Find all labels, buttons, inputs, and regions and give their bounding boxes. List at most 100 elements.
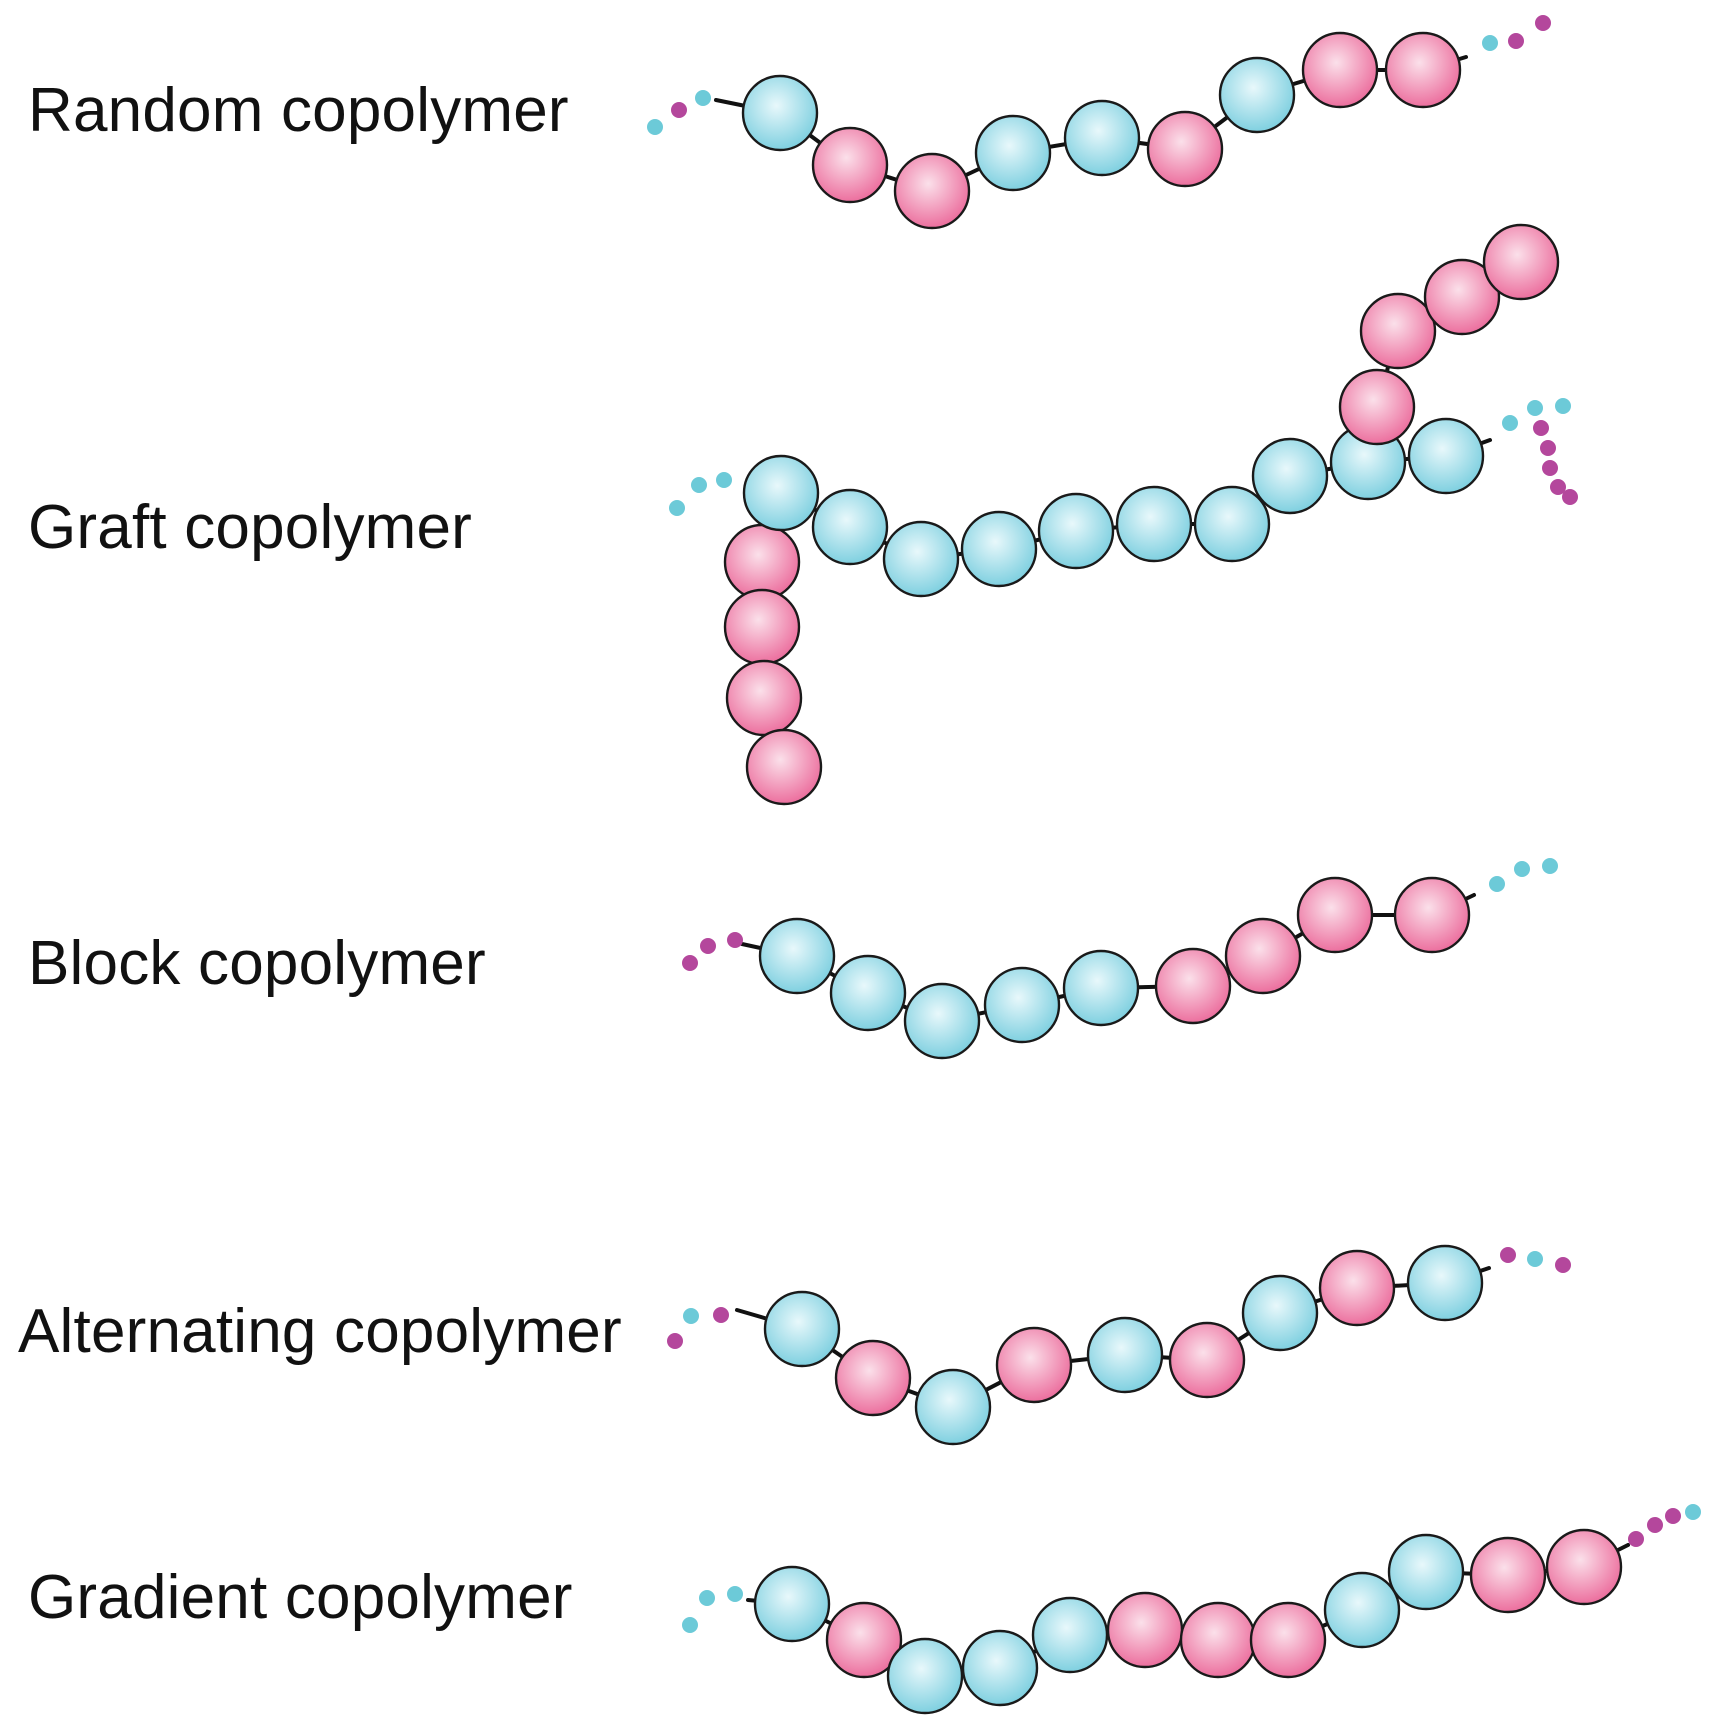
alternating-monomer-b <box>995 1326 1073 1404</box>
gradient-monomer-a <box>753 1565 831 1643</box>
graft-branch-0-monomer-b <box>745 728 823 806</box>
random-end-dot <box>1508 33 1524 49</box>
gradient-monomer-b <box>1179 1601 1257 1679</box>
random-start-dot <box>647 119 663 135</box>
graft-monomer-a <box>742 454 820 532</box>
block-monomer-b <box>1154 947 1232 1025</box>
block-end-dot <box>1489 876 1505 892</box>
gradient-end-dot <box>1665 1508 1681 1524</box>
random-monomer-b <box>893 152 971 230</box>
label-alternating-copolymer: Alternating copolymer <box>18 1297 622 1366</box>
label-graft-copolymer: Graft copolymer <box>28 493 473 562</box>
graft-end-dot <box>1533 420 1549 436</box>
block-monomer-b <box>1393 876 1471 954</box>
gradient-monomer-a <box>1323 1571 1401 1649</box>
graft-monomer-a <box>1251 437 1329 515</box>
graft-end-dot <box>1562 489 1578 505</box>
gradient-monomer-b <box>1469 1536 1547 1614</box>
block-end-dot <box>1542 858 1558 874</box>
gradient-monomer-b <box>1249 1601 1327 1679</box>
alternating-end-dot <box>1500 1247 1516 1263</box>
graft-monomer-a <box>882 520 960 598</box>
random-monomer-a <box>741 74 819 152</box>
random-start-dot <box>671 102 687 118</box>
random-end-dot <box>1535 15 1551 31</box>
block-monomer-a <box>758 917 836 995</box>
graft-monomer-a <box>811 488 889 566</box>
gradient-monomer-b <box>1545 1528 1623 1606</box>
alternating-end-dot <box>1555 1257 1571 1273</box>
block-monomer-a <box>829 954 907 1032</box>
random-monomer-b <box>1146 110 1224 188</box>
random-monomer-b <box>811 126 889 204</box>
graft-start-dot <box>691 477 707 493</box>
alternating-monomer-b <box>1318 1249 1396 1327</box>
gradient-monomer-a <box>1031 1596 1109 1674</box>
random-monomer-a <box>1063 99 1141 177</box>
graft-branch-0-monomer-b <box>725 659 803 737</box>
gradient-monomer-b <box>1106 1591 1184 1669</box>
gradient-monomer-b <box>825 1601 903 1679</box>
random-start-dot <box>695 90 711 106</box>
graft-branch-1-monomer-b <box>1359 292 1437 370</box>
block-monomer-a <box>983 966 1061 1044</box>
random-monomer-b <box>1301 31 1379 109</box>
alternating-monomer-b <box>1168 1321 1246 1399</box>
graft-end-dot <box>1542 460 1558 476</box>
block-start-dot <box>682 955 698 971</box>
graft-start-dot <box>669 500 685 516</box>
block-monomer-b <box>1224 917 1302 995</box>
graft-branch-0-monomer-b <box>723 588 801 666</box>
gradient-start-dot <box>699 1590 715 1606</box>
random-monomer-b <box>1384 31 1462 109</box>
alternating-end-dot <box>1527 1251 1543 1267</box>
gradient-end-dot <box>1647 1517 1663 1533</box>
label-gradient-copolymer: Gradient copolymer <box>28 1563 573 1632</box>
alternating-start-dot <box>683 1308 699 1324</box>
graft-monomer-a <box>1193 485 1271 563</box>
graft-end-dot <box>1550 479 1566 495</box>
gradient-monomer-a <box>961 1629 1039 1707</box>
graft-end-dot <box>1555 398 1571 414</box>
graft-branch-0-monomer-b <box>723 523 801 601</box>
gradient-monomer-a <box>886 1637 964 1715</box>
graft-monomer-a <box>1037 492 1115 570</box>
graft-branch-1-monomer-b <box>1338 368 1416 446</box>
beads-layer <box>723 31 1623 1715</box>
gradient-start-dot <box>682 1617 698 1633</box>
gradient-monomer-a <box>1387 1533 1465 1611</box>
graft-start-dot <box>716 472 732 488</box>
alternating-monomer-a <box>1086 1316 1164 1394</box>
graft-end-dot <box>1527 400 1543 416</box>
alternating-monomer-a <box>763 1290 841 1368</box>
block-start-dot <box>727 932 743 948</box>
chain-end-dots-layer <box>647 15 1701 1633</box>
block-monomer-a <box>903 982 981 1060</box>
alternating-start-dot <box>713 1307 729 1323</box>
random-end-dot <box>1482 35 1498 51</box>
alternating-start-dot <box>667 1333 683 1349</box>
graft-monomer-a <box>960 510 1038 588</box>
graft-monomer-a <box>1407 417 1485 495</box>
graft-branch-1-monomer-b <box>1482 223 1560 301</box>
alternating-monomer-a <box>914 1368 992 1446</box>
alternating-monomer-a <box>1241 1274 1319 1352</box>
graft-branch-1-monomer-b <box>1423 258 1501 336</box>
gradient-end-dot <box>1628 1531 1644 1547</box>
block-monomer-b <box>1296 876 1374 954</box>
label-random-copolymer: Random copolymer <box>28 76 569 145</box>
block-start-dot <box>700 938 716 954</box>
graft-end-dot <box>1540 440 1556 456</box>
gradient-end-dot <box>1685 1504 1701 1520</box>
graft-end-dot <box>1502 415 1518 431</box>
random-monomer-a <box>1218 56 1296 134</box>
block-end-dot <box>1514 861 1530 877</box>
random-monomer-a <box>974 114 1052 192</box>
block-monomer-a <box>1062 949 1140 1027</box>
alternating-monomer-a <box>1406 1244 1484 1322</box>
graft-monomer-a <box>1115 485 1193 563</box>
alternating-monomer-b <box>834 1339 912 1417</box>
gradient-start-dot <box>727 1586 743 1602</box>
